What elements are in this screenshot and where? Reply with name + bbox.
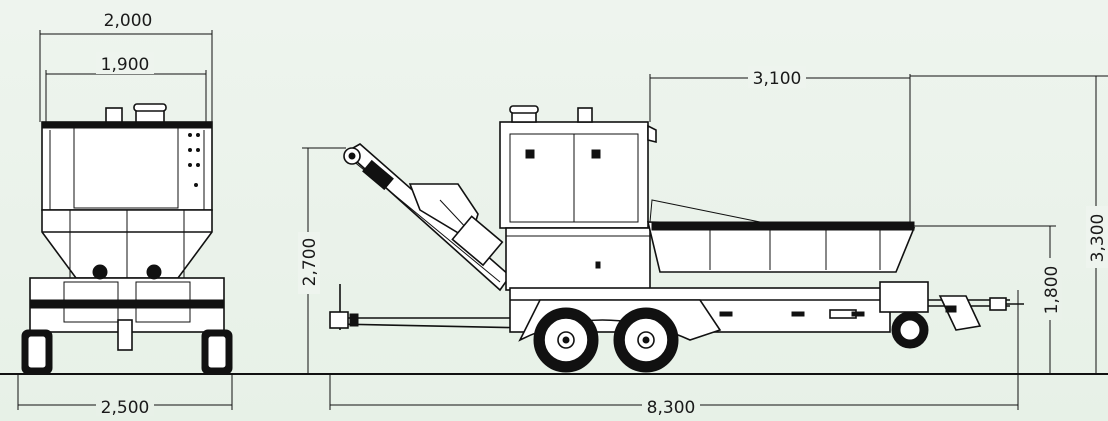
front-view-machine xyxy=(21,103,233,375)
dim-side-bed-height: 1,800 xyxy=(1042,266,1062,315)
dim-side-conveyor-height: 2,700 xyxy=(300,238,320,287)
dim-front-hopper-width: 1,900 xyxy=(101,55,150,75)
dim-front-base-width: 2,500 xyxy=(101,398,150,418)
dim-side-total-height: 3,300 xyxy=(1088,214,1108,263)
dim-side-hopper-length: 3,100 xyxy=(753,69,802,89)
dim-front-top-width: 2,000 xyxy=(104,11,153,31)
side-view-machine xyxy=(329,105,1024,373)
dim-side-total-length: 8,300 xyxy=(647,398,696,418)
